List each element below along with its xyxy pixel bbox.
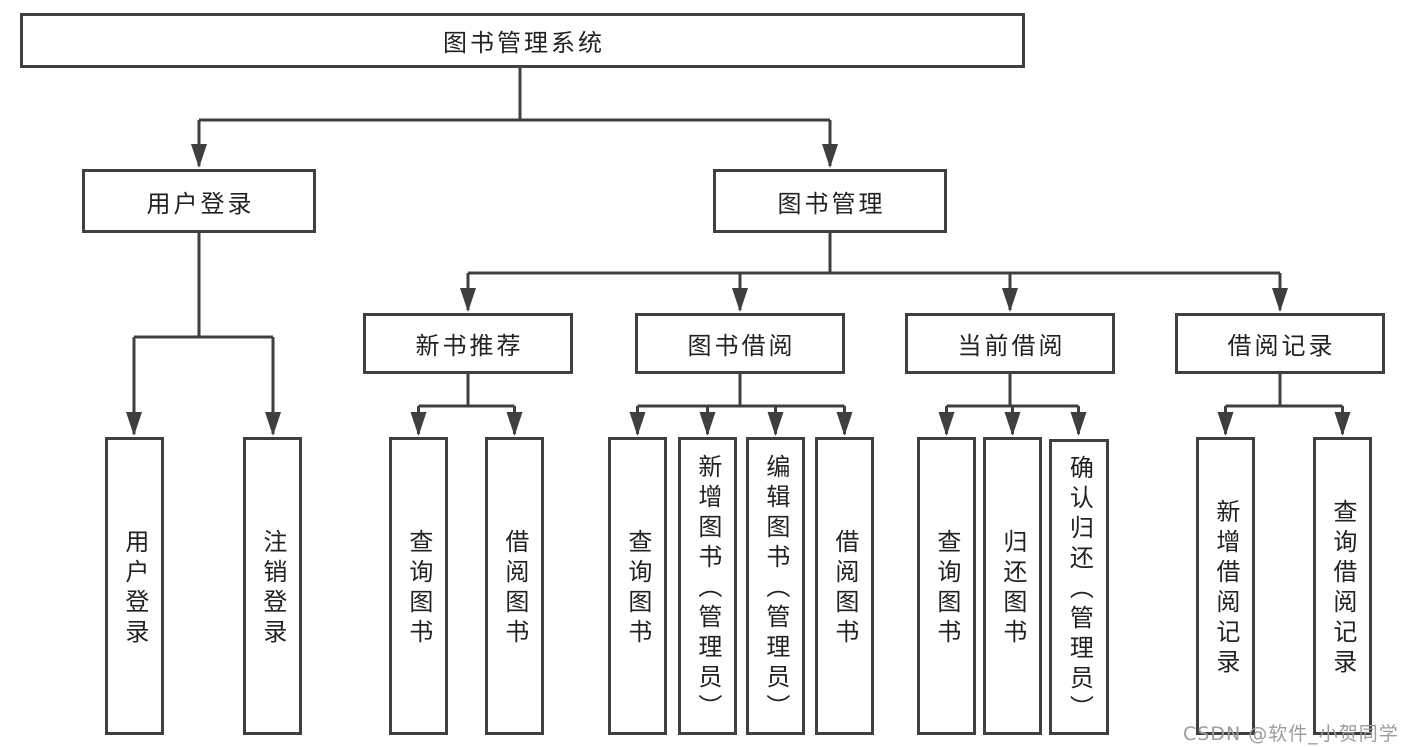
node-label: 新书推荐: [415, 332, 524, 360]
connector-newbooks-branch: [418, 374, 515, 408]
node-leaf-logout: 注销登录: [243, 437, 302, 735]
node-label: 图书借阅: [687, 332, 796, 360]
node-label: 归还图书: [998, 529, 1027, 649]
node-leaf-rec-query-record: 查询借阅记录: [1313, 437, 1372, 735]
node-label: 借阅图书: [830, 529, 859, 649]
connector-current-branch: [946, 374, 1079, 408]
node-label: 查询图书: [404, 529, 433, 649]
node-label: 用户登录: [146, 189, 255, 218]
node-label: 当前借阅: [957, 332, 1066, 360]
node-new-book-recommend: 新书推荐: [363, 313, 573, 374]
node-leaf-cur-return-books: 归还图书: [983, 437, 1042, 735]
node-borrowing-records: 借阅记录: [1175, 313, 1385, 374]
node-leaf-bw-add-books-admin: 新增图书（管理员）: [678, 437, 737, 735]
node-label: 新增图书（管理员）: [693, 454, 722, 724]
node-leaf-user-login: 用户登录: [105, 437, 164, 735]
node-label: 确认归还（管理员）: [1065, 455, 1094, 725]
node-leaf-cur-confirm-return-admin: 确认归还（管理员）: [1049, 439, 1109, 735]
node-label: 图书管理系统: [443, 29, 605, 57]
node-book-management: 图书管理: [713, 169, 947, 233]
connector-records-branch: [1225, 374, 1343, 408]
node-leaf-bw-borrow-books: 借阅图书: [815, 437, 874, 735]
node-leaf-bw-edit-books-admin: 编辑图书（管理员）: [746, 437, 805, 735]
node-label: 新增借阅记录: [1211, 499, 1240, 679]
node-leaf-cur-query-books: 查询图书: [917, 437, 976, 735]
node-label: 借阅图书: [500, 529, 529, 649]
node-leaf-nb-borrow-books: 借阅图书: [485, 437, 544, 735]
node-label: 图书管理: [777, 189, 886, 218]
node-book-borrowing: 图书借阅: [635, 313, 845, 374]
node-label: 用户登录: [120, 529, 149, 649]
connector-borrowing-branch: [637, 374, 845, 408]
node-label: 编辑图书（管理员）: [761, 454, 790, 724]
connector-segments: [126, 68, 1351, 436]
node-current-borrowing: 当前借阅: [905, 313, 1115, 374]
node-user-login: 用户登录: [82, 169, 316, 233]
node-leaf-bw-query-books: 查询图书: [608, 437, 667, 735]
node-label: 注销登录: [258, 529, 287, 649]
node-label: 借阅记录: [1227, 332, 1336, 360]
node-label: 查询图书: [932, 529, 961, 649]
csdn-watermark: CSDN @软件_小贺同学: [1183, 723, 1399, 745]
node-label: 查询图书: [623, 529, 652, 649]
node-leaf-nb-query-books: 查询图书: [389, 437, 448, 735]
node-library-management-system: 图书管理系统: [20, 13, 1025, 68]
node-label: 查询借阅记录: [1328, 499, 1357, 679]
node-leaf-rec-add-record: 新增借阅记录: [1196, 437, 1255, 735]
